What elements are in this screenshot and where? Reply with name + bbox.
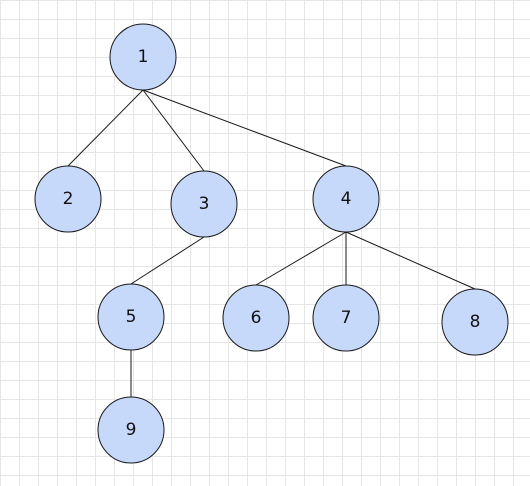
edge-1-3 xyxy=(142,89,205,172)
tree-node-1[interactable]: 1 xyxy=(109,23,177,91)
node-circle xyxy=(222,284,290,352)
node-label: 3 xyxy=(199,194,210,214)
node-circle xyxy=(34,165,102,233)
node-label: 9 xyxy=(126,420,137,440)
tree-node-8[interactable]: 8 xyxy=(441,288,509,356)
tree-node-4[interactable]: 4 xyxy=(312,165,380,233)
node-label: 1 xyxy=(138,47,149,67)
node-circle xyxy=(312,165,380,233)
node-circle xyxy=(441,288,509,356)
edge-1-4 xyxy=(142,89,347,167)
node-label: 8 xyxy=(470,312,481,332)
edge-3-5 xyxy=(130,236,205,285)
tree-node-7[interactable]: 7 xyxy=(312,284,380,352)
tree-node-6[interactable]: 6 xyxy=(222,284,290,352)
tree-node-2[interactable]: 2 xyxy=(34,165,102,233)
node-circle xyxy=(109,23,177,91)
tree-node-3[interactable]: 3 xyxy=(170,170,238,238)
tree-node-5[interactable]: 5 xyxy=(97,283,165,351)
node-circle xyxy=(97,396,165,464)
node-label: 7 xyxy=(341,308,352,328)
tree-node-9[interactable]: 9 xyxy=(97,396,165,464)
edge-1-2 xyxy=(67,89,144,167)
node-circle xyxy=(312,284,380,352)
node-label: 2 xyxy=(63,189,74,209)
node-circle xyxy=(170,170,238,238)
node-layer: 1 2 3 4 5 6 7 8 9 xyxy=(34,23,509,464)
edge-4-8 xyxy=(345,231,476,290)
node-label: 6 xyxy=(251,308,262,328)
edge-4-6 xyxy=(255,231,347,286)
node-label: 4 xyxy=(341,189,352,209)
node-label: 5 xyxy=(126,307,137,327)
node-circle xyxy=(97,283,165,351)
edge-layer xyxy=(67,89,476,397)
